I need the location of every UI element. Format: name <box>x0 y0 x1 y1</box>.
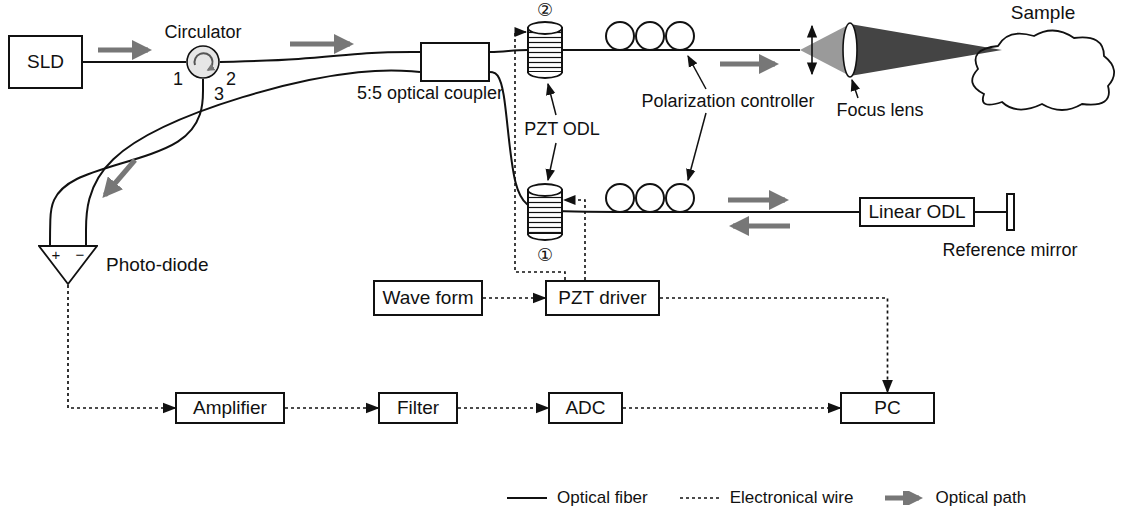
photo-diode: Photo-diode <box>38 245 208 285</box>
callout-number: ② <box>537 0 553 20</box>
leader-arrow <box>688 56 706 89</box>
node-text: Wave form <box>382 287 473 309</box>
pzt-wire <box>564 200 585 280</box>
part-label: Polarization controller <box>641 91 814 112</box>
process-box: PZT driver <box>545 280 660 316</box>
drawing-stroke <box>636 184 664 212</box>
sample-cloud: Sample <box>962 2 1124 112</box>
circulator-arrow <box>195 53 213 70</box>
legend-item: Optical path <box>883 488 1026 508</box>
process-box: Filter <box>378 392 458 424</box>
part-label: Focus lens <box>836 100 923 121</box>
leader-arrow <box>852 80 858 98</box>
node-text: PZT driver <box>558 287 646 309</box>
node-text: Amplifier <box>193 397 267 419</box>
reference-mirror <box>1007 194 1014 230</box>
drawing-stroke <box>528 234 562 240</box>
drawing-stroke <box>606 184 634 212</box>
photo-diode-triangle <box>39 246 97 284</box>
drawing-stroke <box>728 198 785 203</box>
electrical-wire <box>458 407 548 409</box>
node-text: ADC <box>565 397 605 419</box>
polarity-sign: + <box>52 246 61 263</box>
port-number: 3 <box>214 84 224 105</box>
drawing-stroke <box>528 22 562 34</box>
node-text: Circulator <box>164 22 241 43</box>
drawing-stroke <box>636 22 664 50</box>
optical-fiber <box>220 52 420 62</box>
pzt-cylinder <box>528 22 562 78</box>
callout-number: ① <box>537 245 553 266</box>
collimator-arrow <box>811 26 813 74</box>
optical-fiber <box>83 61 186 63</box>
part-label: PZT ODL <box>524 119 600 140</box>
coupler-box: 5:5 optical coupler <box>420 42 490 82</box>
photo-diode-symbol <box>38 245 98 285</box>
drawing-stroke <box>720 62 775 67</box>
node-text: Sample <box>1011 2 1075 24</box>
drawing-stroke <box>105 160 135 195</box>
leader-arrow <box>548 84 556 115</box>
pzt-wire <box>515 32 565 280</box>
electrical-wire <box>68 285 175 408</box>
optical-fiber <box>490 72 859 212</box>
drawing-stroke <box>733 224 790 229</box>
drawing-stroke <box>811 26 813 74</box>
node-text: Filter <box>397 397 439 419</box>
part-label: Reference mirror <box>942 240 1077 261</box>
electrical-wire <box>285 407 378 409</box>
sample-outline <box>962 24 1124 112</box>
sample-cloud-outline <box>972 30 1114 110</box>
electrical-wire <box>623 407 840 409</box>
legend-line <box>680 497 720 499</box>
polarization-loops <box>606 22 694 212</box>
drawing-stroke <box>98 48 148 53</box>
circulator-symbol <box>186 45 220 79</box>
legend-text: Electronical wire <box>730 488 854 508</box>
focus-lens <box>843 23 857 77</box>
source-box: SLD <box>8 35 83 89</box>
node-text: SLD <box>27 51 64 73</box>
legend-line <box>885 496 919 501</box>
drawing-stroke <box>290 42 350 47</box>
process-box: Wave form <box>373 280 483 316</box>
legend-sample <box>678 491 724 505</box>
legend: Optical fiber Electronical wire Optical pa… <box>505 488 1026 508</box>
leader-arrow <box>688 113 706 180</box>
legend-text: Optical path <box>935 488 1026 508</box>
optical-fiber <box>50 79 203 245</box>
node-text: Linear ODL <box>868 201 965 223</box>
legend-sample <box>505 491 551 505</box>
focused-beam <box>850 24 1002 76</box>
legend-item: Optical fiber <box>505 488 648 508</box>
process-box: Amplifier <box>175 392 285 424</box>
circulator-body <box>187 46 219 78</box>
process-box: ADC <box>548 392 623 424</box>
legend-text: Optical fiber <box>557 488 648 508</box>
legend-sample <box>883 491 929 505</box>
circulator: Circulator <box>186 45 220 79</box>
electrical-wire <box>483 297 545 299</box>
reference-fiber <box>972 211 1007 213</box>
polarity-sign: − <box>76 246 85 263</box>
electrical-wire <box>660 298 888 392</box>
node-text: PC <box>874 397 900 419</box>
drawing-stroke <box>666 22 694 50</box>
leader-arrow <box>548 143 556 180</box>
port-number: 2 <box>226 69 236 90</box>
legend-line <box>507 497 547 499</box>
drawing-stroke <box>528 184 562 196</box>
node-text: 5:5 optical coupler <box>357 83 503 104</box>
pzt-cylinder <box>528 184 562 240</box>
port-number: 1 <box>173 69 183 90</box>
drawing-stroke <box>666 184 694 212</box>
node-text: Photo-diode <box>106 254 208 276</box>
process-box: PC <box>840 392 935 424</box>
delay-line-box: Linear ODL <box>859 197 975 227</box>
drawing-stroke <box>606 22 634 50</box>
legend-item: Electronical wire <box>678 488 854 508</box>
drawing-stroke <box>528 72 562 78</box>
